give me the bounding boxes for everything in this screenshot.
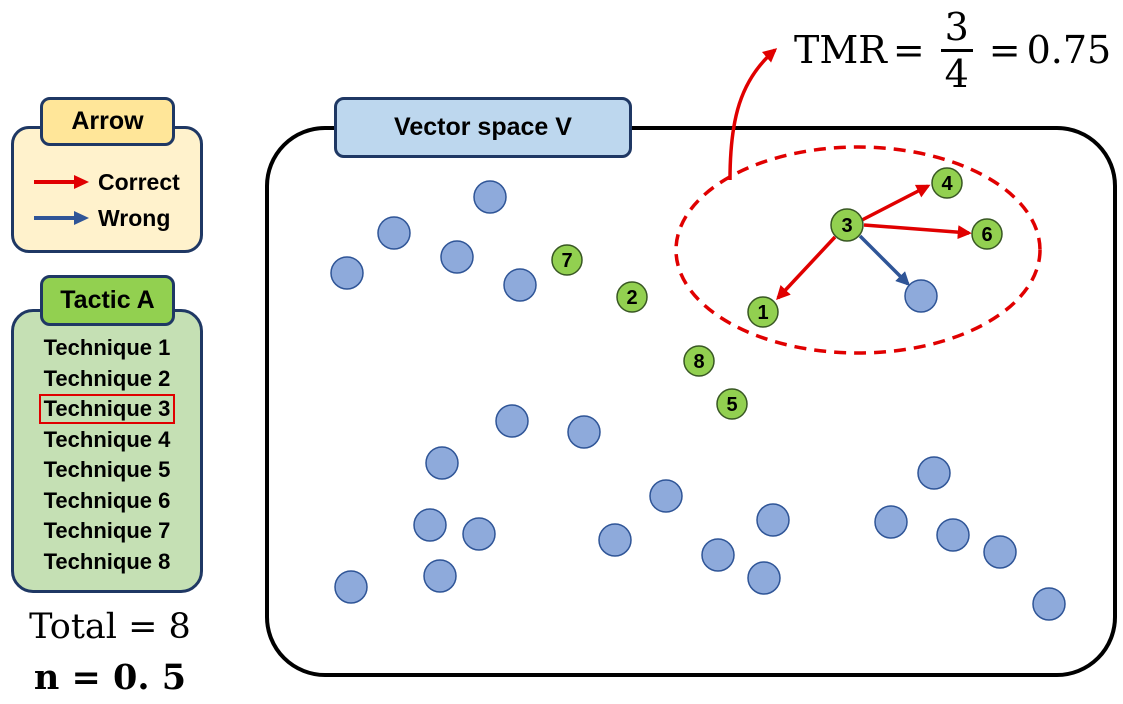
- vector-node: [936, 518, 970, 552]
- vector-node: [701, 538, 735, 572]
- vector-node: [917, 456, 951, 490]
- vector-node: [598, 523, 632, 557]
- technique-node-6: 6: [971, 218, 1003, 250]
- technique-list: Technique 1 Technique 2 Technique 3 Tech…: [11, 333, 203, 577]
- svg-text:6: 6: [981, 224, 992, 246]
- technique-item: Technique 7: [43, 518, 171, 543]
- svg-text:2: 2: [626, 287, 637, 309]
- fraction-bar: [940, 48, 973, 52]
- correct-arrow-icon: [34, 175, 89, 189]
- technique-item: Technique 6: [43, 487, 171, 513]
- vector-node: [649, 479, 683, 513]
- vector-node: [983, 535, 1017, 569]
- vector-node: [425, 446, 459, 480]
- technique-item-selected: Technique 3: [11, 394, 203, 425]
- vector-node: [462, 517, 496, 551]
- vector-node: [330, 256, 364, 290]
- technique-node-4: 4: [931, 167, 963, 199]
- vector-node: [334, 570, 368, 604]
- correct-link-to-6: [863, 223, 972, 240]
- technique-node-1: 1: [747, 296, 779, 328]
- technique-item: Technique 4: [43, 426, 171, 452]
- vector-node: [413, 508, 447, 542]
- tmr-formula: TMR = 3 4 = 0.75: [794, 0, 1111, 100]
- vector-node: [567, 415, 601, 449]
- technique-vectors: 7 2 8 5 1 4 6 3: [551, 167, 1003, 420]
- vector-node: [377, 216, 411, 250]
- correct-link-to-4: [861, 184, 931, 222]
- technique-node-2: 2: [616, 281, 648, 313]
- links: [776, 184, 972, 301]
- technique-node-7: 7: [551, 244, 583, 276]
- tmr-pointer-arrow: [728, 48, 778, 181]
- wrong-link: [858, 234, 910, 286]
- svg-text:3: 3: [841, 215, 852, 237]
- tmr-equals-sign: =: [892, 28, 925, 72]
- technique-item: Technique 8: [43, 548, 171, 574]
- vector-space-title: Vector space V: [334, 97, 632, 158]
- svg-text:1: 1: [757, 302, 768, 324]
- svg-text:7: 7: [561, 250, 572, 272]
- legend-correct-label: Correct: [98, 168, 180, 195]
- tmr-value: 0.75: [1026, 28, 1112, 72]
- vector-node: [756, 503, 790, 537]
- vector-node: [440, 240, 474, 274]
- vector-node: [1032, 587, 1066, 621]
- query-node-3: 3: [830, 208, 864, 242]
- vector-node: [747, 561, 781, 595]
- svg-text:5: 5: [726, 394, 737, 416]
- n-formula: n = 0. 5: [33, 657, 187, 698]
- vector-node: [874, 505, 908, 539]
- total-formula: Total = 8: [29, 607, 191, 647]
- correct-link-to-1: [776, 235, 837, 301]
- vector-node: [473, 180, 507, 214]
- technique-item: Technique 1: [43, 335, 171, 360]
- tmr-equals-sign: =: [988, 28, 1021, 72]
- vector-node: [423, 559, 457, 593]
- vector-node: [503, 268, 537, 302]
- tmr-denominator: 4: [944, 51, 969, 96]
- vector-node: [495, 404, 529, 438]
- vector-space-box: [265, 126, 1117, 677]
- tmr-fraction: 3 4: [940, 4, 973, 96]
- legend-correct-row: Correct: [32, 167, 180, 197]
- tmr-label: TMR: [794, 28, 887, 72]
- vector-node: [904, 279, 938, 313]
- technique-item: Technique 5: [43, 457, 171, 482]
- technique-item: Technique 2: [43, 365, 171, 391]
- legend-wrong-row: Wrong: [32, 203, 170, 233]
- retrieval-region: [674, 145, 1042, 355]
- technique-node-8: 8: [683, 345, 715, 377]
- arrow-legend-title: Arrow: [40, 97, 175, 146]
- tactic-title: Tactic A: [40, 275, 175, 326]
- svg-text:4: 4: [941, 173, 953, 195]
- tmr-numerator: 3: [944, 4, 969, 49]
- legend-wrong-label: Wrong: [98, 204, 171, 231]
- wrong-arrow-icon: [34, 211, 89, 225]
- other-vectors: [330, 180, 1066, 621]
- technique-node-5: 5: [716, 388, 748, 420]
- svg-text:8: 8: [693, 351, 704, 373]
